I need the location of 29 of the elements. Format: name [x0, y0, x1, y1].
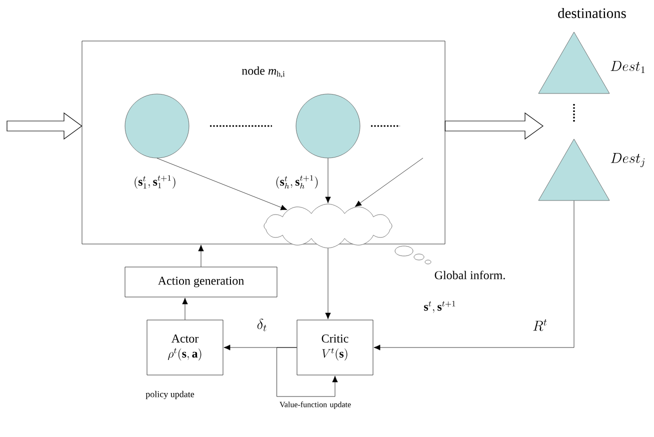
- arrow: [198, 244, 204, 267]
- arrow: [325, 248, 331, 320]
- arrow: [156, 158, 288, 210]
- cloud: [264, 204, 392, 248]
- caption-text: policy update: [146, 390, 194, 400]
- formula-label: $(\mathbf{s}_h^t,\mathbf{s}_h^{t+1})$: [276, 175, 318, 189]
- caption-text: Value-function update: [280, 402, 351, 409]
- block-arrow: [444, 112, 544, 140]
- edge-label: $\delta_t$: [256, 318, 268, 332]
- arrow: [325, 158, 331, 204]
- circle-node: [124, 94, 190, 158]
- arrow: [354, 158, 424, 207]
- formula-label: $\mathbf{s}^t,\mathbf{s}^{t+1}$: [424, 300, 456, 313]
- block-arrow: [6, 112, 82, 140]
- edge-label: $R^t$: [532, 318, 548, 332]
- process-box: Critic $V^t(\mathbf{s})$: [296, 320, 374, 376]
- loop-arrow: [276, 347, 338, 397]
- circle-node: [296, 94, 360, 158]
- triangle-node: [538, 32, 610, 94]
- process-box: Action generation: [124, 266, 278, 298]
- heading-text: destinations: [558, 8, 626, 18]
- triangle-node: [538, 138, 610, 201]
- formula-label: $Dest_j$: [610, 153, 645, 168]
- caption-text: Global inform.: [434, 270, 505, 280]
- formula-label: $Dest_1$: [610, 61, 645, 73]
- arrow: [374, 200, 574, 350]
- process-box: Actor $\rho^t(\mathbf{s},\mathbf{a})$: [146, 320, 224, 376]
- formula-label: $(\mathbf{s}_1^t,\mathbf{s}_1^{t+1})$: [134, 175, 176, 189]
- arrow: [182, 298, 188, 320]
